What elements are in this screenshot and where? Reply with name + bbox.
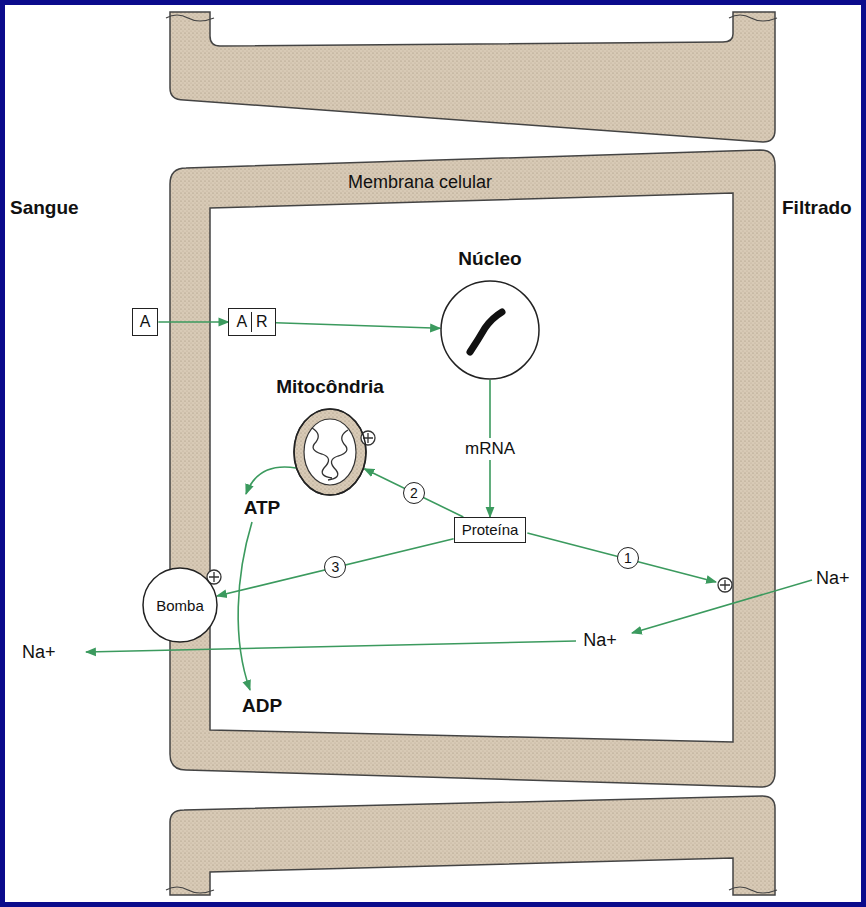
stimulation-symbols	[207, 431, 732, 592]
ion-label: Na+	[22, 642, 56, 663]
callout-number: 1	[617, 547, 639, 569]
outline-ellipse	[441, 281, 539, 379]
flow-arrows	[86, 467, 812, 690]
node-text: R	[251, 312, 268, 331]
side-label: Sangue	[10, 197, 79, 219]
node-text: Bomba	[156, 597, 204, 614]
hormone-receptor-box: AR	[228, 308, 275, 335]
callout-number: 2	[403, 482, 425, 504]
cut-marks	[166, 15, 777, 893]
arrow-connector	[217, 539, 454, 596]
arrow-connector	[158, 321, 228, 323]
hormone-box: A	[132, 308, 159, 335]
lower-cell	[170, 796, 775, 895]
callout-number: 3	[324, 556, 346, 578]
node-heading: Mitocôndria	[276, 376, 384, 398]
side-label: Filtrado	[782, 197, 852, 219]
molecule-label: ADP	[242, 695, 282, 717]
chromosome	[470, 312, 502, 352]
shape-outline	[293, 408, 367, 496]
membrane-label: Membrana celular	[348, 172, 492, 193]
nucleus-circle: Núcleo	[440, 280, 540, 380]
ion-label: Na+	[583, 630, 617, 651]
script-arrows	[527, 533, 716, 582]
arrow-connector	[364, 469, 463, 517]
ion-label: Na+	[816, 568, 850, 589]
outline-ellipse	[294, 409, 366, 495]
node-text: A	[236, 312, 251, 331]
protein-box: Proteína	[454, 517, 527, 543]
node-text: A	[140, 312, 151, 331]
mitochondrion-drawing	[294, 409, 366, 495]
arrow-connector	[276, 323, 440, 329]
pump-circle: Bomba	[142, 567, 218, 643]
molecule-label: ATP	[244, 497, 281, 519]
shape-outline	[440, 280, 540, 380]
edge-label: mRNA	[462, 438, 518, 460]
upper-cell	[170, 12, 775, 142]
outline-ellipse	[143, 568, 217, 642]
node-heading: Núcleo	[458, 248, 521, 270]
mitochondrion-outline: Mitocôndria	[293, 408, 367, 496]
node-text: Proteína	[462, 521, 519, 539]
white-ground	[5, 5, 861, 902]
membrane-arrow	[527, 533, 716, 582]
middle-cell	[170, 150, 775, 787]
